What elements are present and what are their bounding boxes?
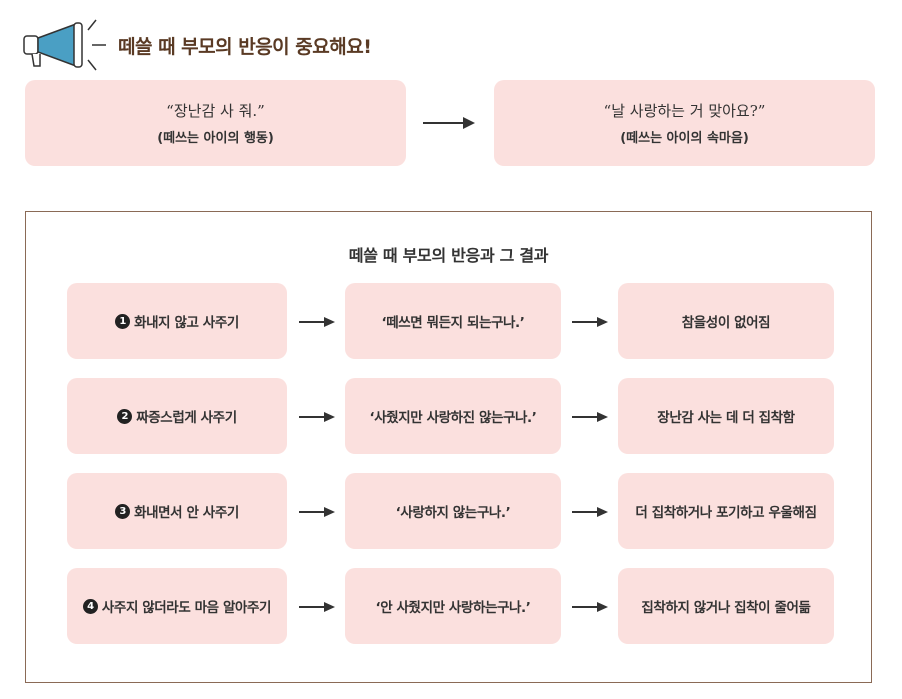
step-number-badge: 2: [117, 408, 133, 424]
step-number-badge: 1: [115, 313, 131, 329]
reaction-row: 3 화내면서 안 사주기 ‘사랑하지 않는구나.’ 더 집착하거나 포기하고 우…: [67, 473, 834, 549]
parent-reaction: 4 사주지 않더라도 마음 알아주기: [67, 568, 287, 644]
parent-reaction-text: 화내면서 안 사주기: [134, 505, 239, 521]
reaction-row: 1 화내지 않고 사주기 ‘떼쓰면 뭐든지 되는구나.’ 참을성이 없어짐: [67, 283, 834, 359]
child-behavior-box: “장난감 사 줘.” (떼쓰는 아이의 행동): [25, 80, 406, 166]
parent-reaction: 2 짜증스럽게 사주기: [67, 378, 287, 454]
header-title: 떼쓸 때 부모의 반응이 중요해요!: [118, 35, 372, 58]
child-thought: ‘사줬지만 사랑하진 않는구나.’: [345, 378, 561, 454]
megaphone-icon: [23, 19, 106, 71]
parent-reaction: 1 화내지 않고 사주기: [67, 283, 287, 359]
arrow-right-icon: [572, 598, 608, 617]
reaction-row: 2 짜증스럽게 사주기 ‘사줬지만 사랑하진 않는구나.’ 장난감 사는 데 더…: [67, 378, 834, 454]
parent-reaction: 3 화내면서 안 사주기: [67, 473, 287, 549]
result: 더 집착하거나 포기하고 우울해짐: [618, 473, 834, 549]
arrow-right-icon: [299, 598, 335, 617]
child-thought: ‘사랑하지 않는구나.’: [345, 473, 561, 549]
child-inner-mind-box: “날 사랑하는 거 맞아요?” (떼쓰는 아이의 속마음): [494, 80, 875, 166]
parent-reaction-text: 사주지 않더라도 마음 알아주기: [101, 600, 272, 616]
result: 장난감 사는 데 더 집착함: [618, 378, 834, 454]
result: 참을성이 없어짐: [618, 283, 834, 359]
frame-title: 떼쓸 때 부모의 반응과 그 결과: [348, 246, 549, 265]
step-number-badge: 4: [82, 598, 98, 614]
behavior-note: (떼쓰는 아이의 행동): [157, 131, 274, 146]
parent-reaction-text: 짜증스럽게 사주기: [136, 410, 237, 426]
parent-reaction-text: 화내지 않고 사주기: [134, 315, 239, 331]
behavior-quote: “장난감 사 줘.”: [166, 102, 265, 120]
inner-mind-note: (떼쓰는 아이의 속마음): [620, 131, 749, 146]
arrow-right-icon: [572, 408, 608, 427]
reaction-row: 4 사주지 않더라도 마음 알아주기 ‘안 사줬지만 사랑하는구나.’ 집착하지…: [67, 568, 834, 644]
child-thought: ‘안 사줬지만 사랑하는구나.’: [345, 568, 561, 644]
reactions-frame: 떼쓸 때 부모의 반응과 그 결과 1 화내지 않고 사주기 ‘떼쓰면 뭐든지 …: [25, 211, 872, 683]
inner-mind-quote: “날 사랑하는 거 맞아요?”: [603, 102, 766, 120]
arrow-right-icon: [299, 408, 335, 427]
arrow-right-icon: [423, 116, 475, 130]
step-number-badge: 3: [115, 503, 131, 519]
arrow-right-icon: [299, 503, 335, 522]
header: 떼쓸 때 부모의 반응이 중요해요!: [22, 18, 372, 72]
child-thought: ‘떼쓰면 뭐든지 되는구나.’: [345, 283, 561, 359]
arrow-right-icon: [299, 313, 335, 332]
arrow-right-icon: [572, 503, 608, 522]
result: 집착하지 않거나 집착이 줄어듦: [618, 568, 834, 644]
arrow-right-icon: [572, 313, 608, 332]
